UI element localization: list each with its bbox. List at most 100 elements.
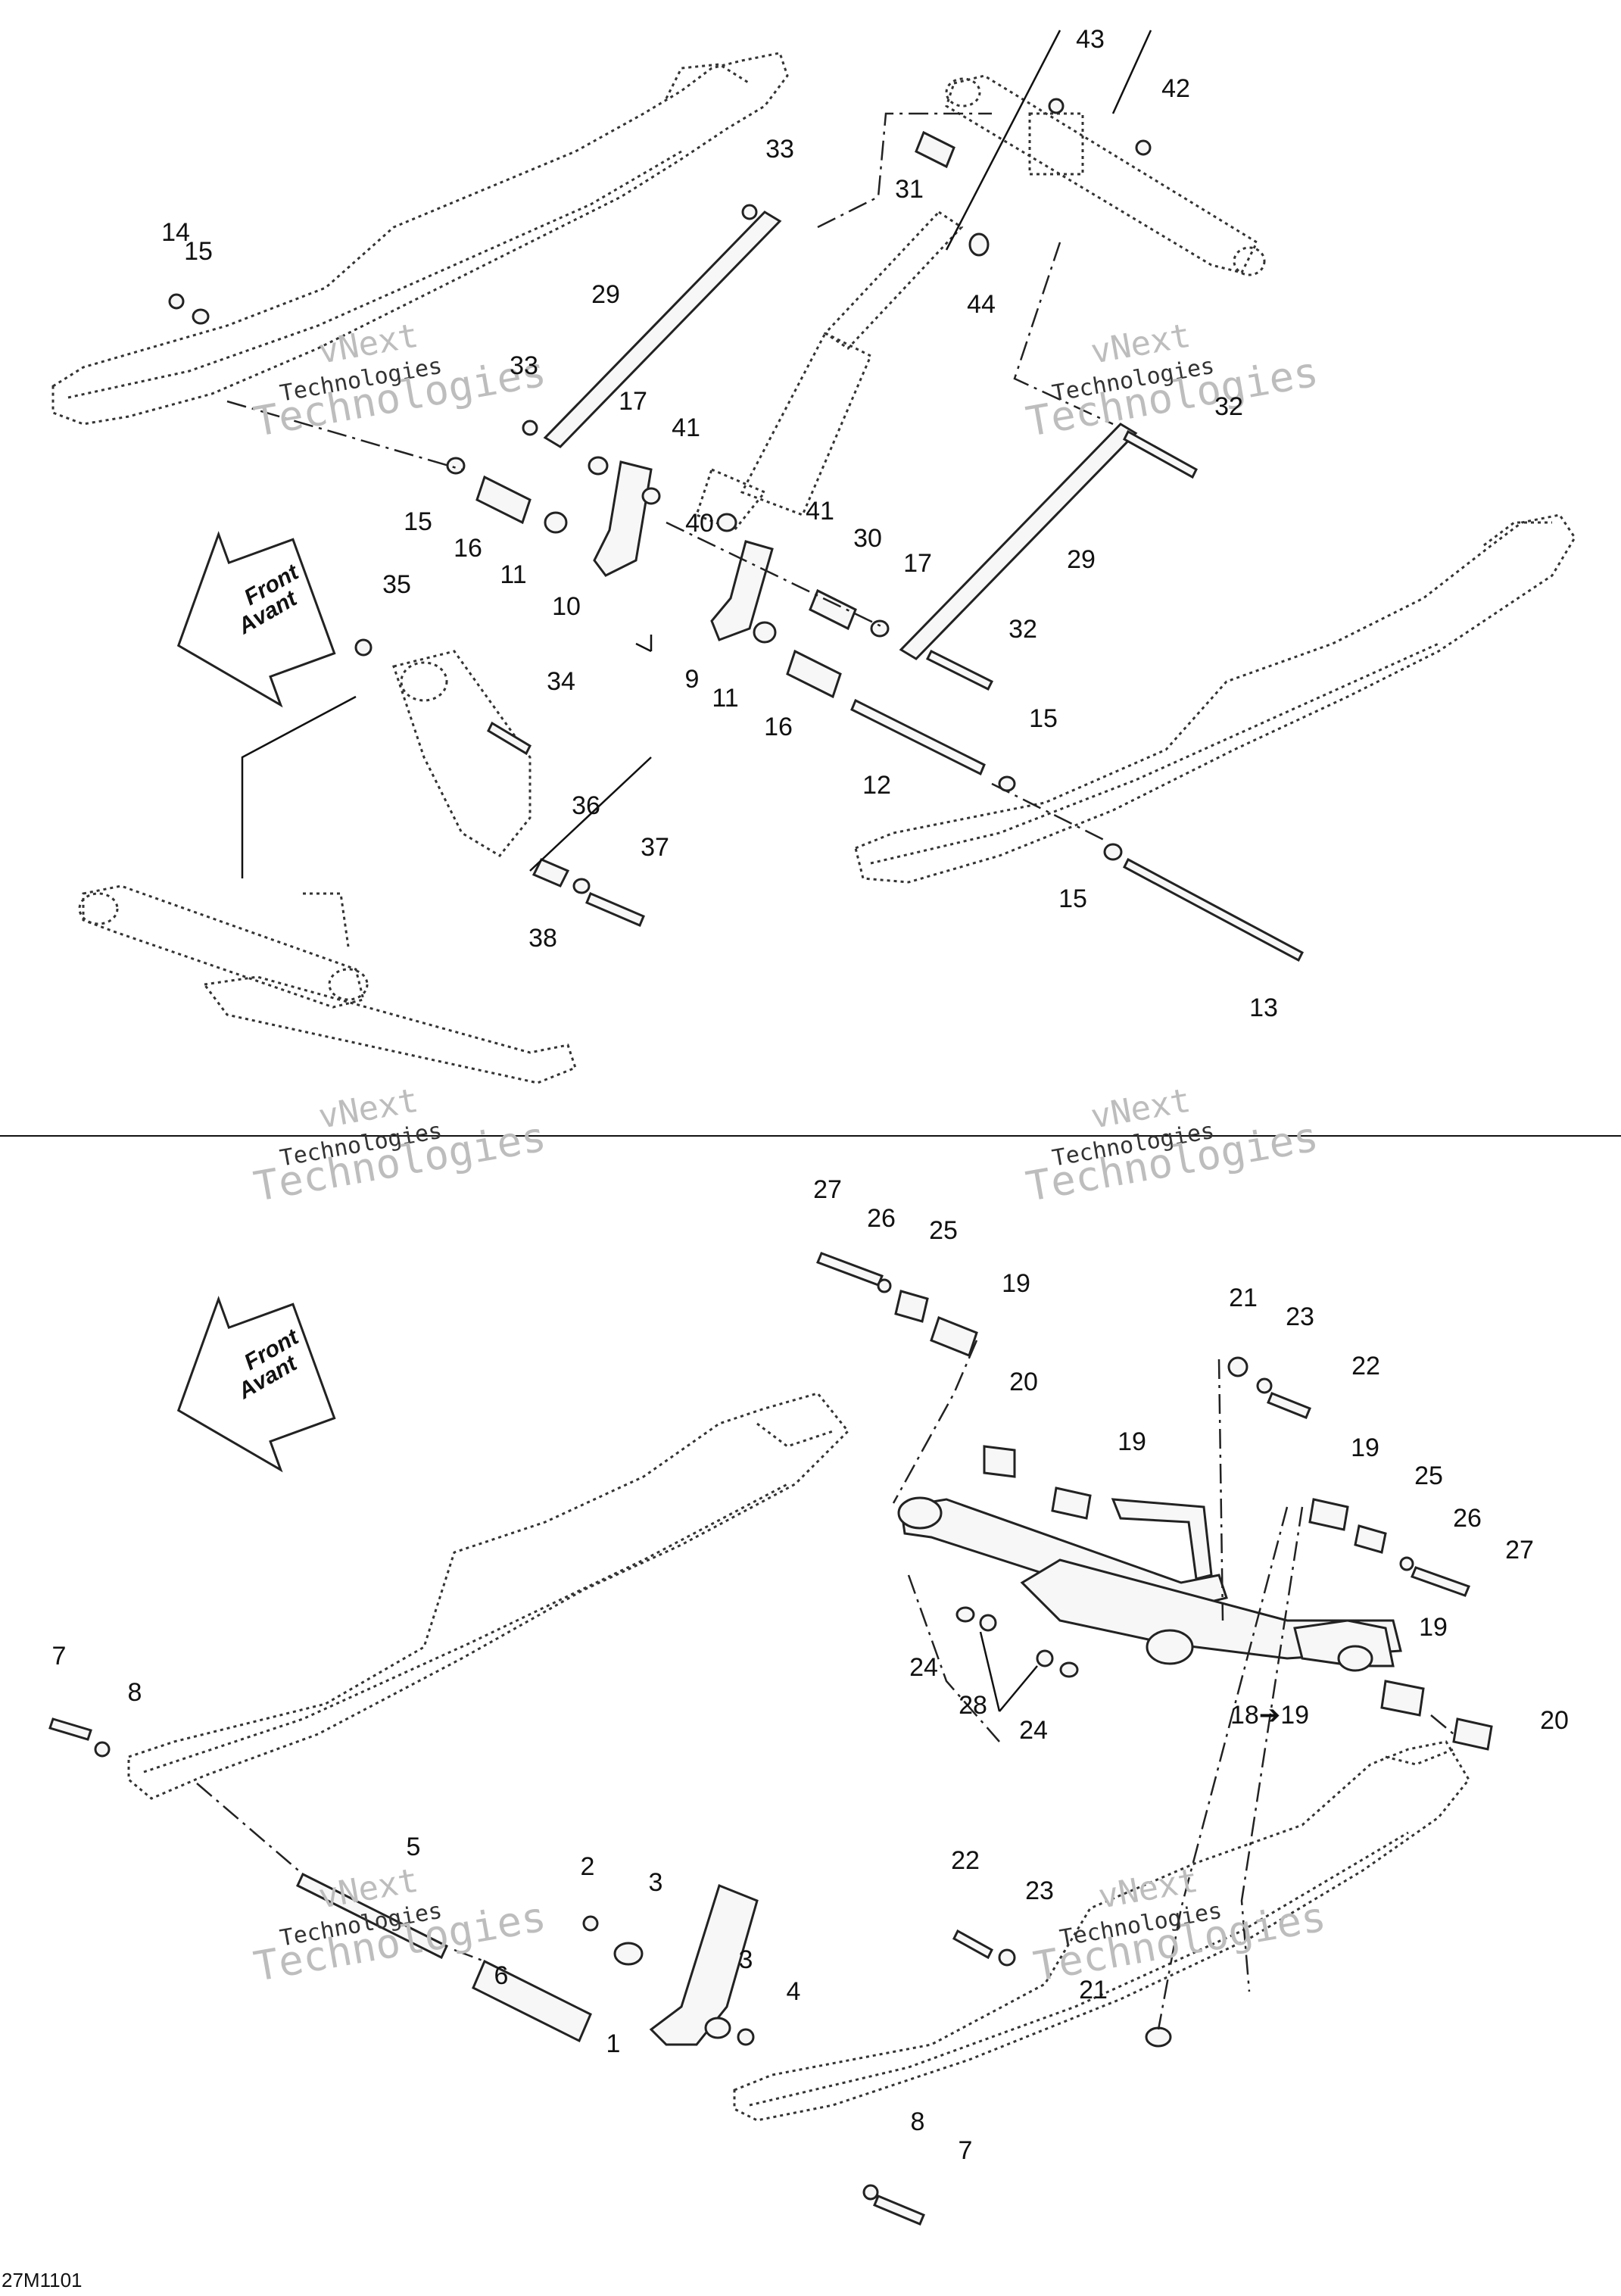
front-arrow-bottom: Front Avant [176,1296,336,1473]
bolt-27-b [1411,1566,1470,1597]
callout-21: 21 [1229,1284,1258,1312]
right-rail-top [854,513,1576,884]
callout-11: 11 [500,560,526,589]
callout-42: 42 [1161,74,1190,103]
bolt-7-a [48,1717,92,1741]
callout-9: 9 [685,665,700,694]
callout-15: 15 [184,237,213,266]
bushing-19-d [1380,1680,1425,1717]
callout-33: 33 [765,135,794,164]
callout-16: 16 [454,534,482,563]
callout-16: 16 [764,713,793,741]
callout-25: 25 [929,1216,958,1245]
callout-30: 30 [853,524,882,553]
callout-11: 11 [712,684,738,713]
left-rail-bottom [127,1392,850,1800]
callout-22: 22 [1351,1352,1380,1380]
bushing-19-c [1308,1498,1349,1531]
callout-13: 13 [1249,994,1278,1022]
callout-4: 4 [787,1977,801,2006]
callout-37: 37 [641,833,669,862]
spacer-30 [809,588,857,631]
spacer-31 [915,130,955,169]
link-rod-29-right [899,423,1138,660]
callout-8: 8 [128,1678,142,1707]
callout-43: 43 [1076,25,1105,54]
figure-code: 27M1101 [2,2269,83,2291]
callout-19: 19 [1002,1269,1030,1298]
bushing-19-b [1051,1486,1092,1520]
upper-swing-arm [897,1496,1402,1672]
callout-8: 8 [911,2107,925,2136]
axis-line-top [226,400,1106,842]
axis-line-bottom [196,1340,978,1963]
callout-15: 15 [1058,884,1087,913]
bolt-34 [487,721,532,756]
bushing-19-a [930,1316,978,1357]
callout-17: 17 [619,387,647,416]
spacer-16-left [475,475,532,525]
bushing-25-a [894,1290,929,1323]
watermark-4: vNext Technologies Technologies [1023,1081,1322,1211]
callout-27: 27 [1505,1536,1534,1564]
bushing-25-b [1354,1524,1387,1554]
spacer-6 [472,1959,592,2043]
callout-15: 15 [1029,704,1058,733]
callout-14: 14 [161,218,190,247]
bracket-1 [649,1884,759,2046]
callout-19: 19 [1118,1427,1146,1456]
watermark-1: vNext Technologies Technologies [251,317,550,446]
washers-top [168,98,1152,894]
callout-26: 26 [867,1204,896,1233]
washers-bottom [94,1278,1414,2201]
callout-23: 23 [1286,1302,1314,1331]
bushing-20-a [983,1445,1016,1478]
callout-35: 35 [382,570,411,599]
link-rod-29-left [543,211,782,448]
bracket-9 [710,540,774,641]
callout-20: 20 [1009,1368,1038,1396]
callout-36: 36 [572,791,600,820]
left-rail-top [51,51,789,426]
spacer-5 [296,1872,448,1960]
center-shock [695,211,964,532]
spacer-36 [532,858,570,888]
callout-32: 32 [1008,615,1037,644]
callout-29: 29 [591,280,620,309]
bolt-7-b [873,2195,925,2226]
bolt-22-a [1267,1392,1311,1419]
callout-22: 22 [951,1846,980,1875]
right-rail-bottom [733,1740,1470,2122]
callout-15: 15 [404,507,432,536]
callout-31: 31 [895,175,924,204]
callout-17: 17 [903,549,932,578]
callout-23: 23 [1025,1876,1054,1905]
top-assembly [51,30,1576,1084]
callout-7: 7 [52,1642,67,1671]
bolt-27-a [816,1252,884,1287]
callout-41: 41 [806,497,834,526]
bolt-32-bottom [925,649,994,691]
watermarks: vNext Technologies Technologies vNext Te… [251,317,1330,1991]
swing-arm-inset [78,884,577,1084]
bolt-32-top [1123,429,1198,479]
shaft-12 [850,698,986,776]
callout-21: 21 [1079,1976,1108,2004]
bushing-20-b [1452,1717,1493,1751]
upper-cross-shaft [945,74,1266,276]
callout-19: 19 [1351,1433,1379,1462]
callout-34: 34 [547,667,575,696]
bottom-assembly [48,1252,1493,2226]
callout-32: 32 [1214,392,1243,421]
callout-5: 5 [407,1833,421,1861]
rear-shock [392,650,532,857]
bracket-10 [593,460,653,577]
callout-24: 24 [909,1653,938,1682]
callout-41: 41 [672,413,700,442]
bolt-13 [1123,857,1304,962]
callout-6: 6 [494,1961,509,1990]
